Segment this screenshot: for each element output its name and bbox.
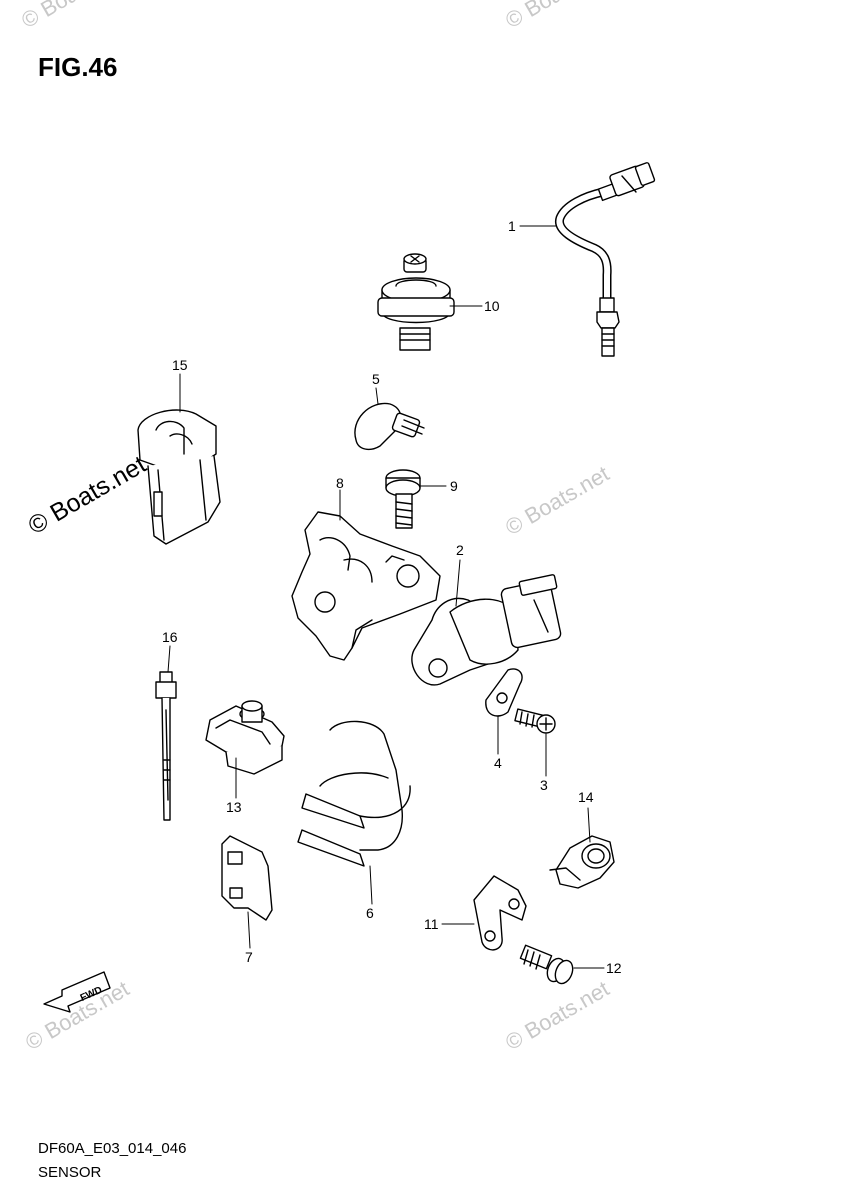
callout-12: 12 (606, 960, 622, 976)
part-5-sensor[interactable] (354, 402, 425, 451)
part-1-temperature-sensor[interactable] (555, 162, 656, 357)
callout-13: 13 (226, 799, 242, 815)
part-14-clip[interactable] (549, 835, 615, 889)
callout-15: 15 (172, 357, 188, 373)
part-8-bracket[interactable] (291, 511, 441, 661)
callout-9: 9 (450, 478, 458, 494)
callout-10: 10 (484, 298, 500, 314)
diagram-name: SENSOR (38, 1164, 102, 1181)
part-15-holder[interactable] (137, 409, 221, 545)
leader-lines (167, 225, 605, 969)
callout-14: 14 (578, 789, 594, 805)
fwd-arrow-icon: FWD (43, 971, 111, 1013)
part-6-clamp[interactable] (297, 720, 411, 867)
callout-7: 7 (245, 949, 253, 965)
part-10-oil-pressure-switch[interactable] (377, 253, 455, 351)
part-13-clip[interactable] (205, 700, 285, 775)
callout-6: 6 (366, 905, 374, 921)
diagram-code: DF60A_E03_014_046 (38, 1140, 187, 1157)
callout-8: 8 (336, 475, 344, 491)
callout-11: 11 (424, 916, 439, 932)
callout-16: 16 (162, 629, 178, 645)
part-12-bolt[interactable] (519, 944, 576, 986)
part-2-crank-position-sensor[interactable] (411, 574, 562, 686)
part-11-bracket[interactable] (473, 875, 527, 951)
callout-5: 5 (372, 371, 380, 387)
part-7-pad[interactable] (221, 835, 273, 921)
part-9-bolt[interactable] (385, 469, 421, 529)
callout-2: 2 (456, 542, 464, 558)
callout-3: 3 (540, 777, 548, 793)
part-16-cable-tie[interactable] (155, 671, 177, 821)
callouts: 1 2 3 4 5 6 7 8 9 10 11 12 13 14 15 16 (162, 218, 622, 976)
part-3-screw[interactable] (514, 708, 556, 734)
part-4-plate[interactable] (485, 668, 523, 717)
figure-title: FIG.46 (38, 52, 118, 82)
callout-1: 1 (508, 218, 516, 234)
callout-4: 4 (494, 755, 502, 771)
